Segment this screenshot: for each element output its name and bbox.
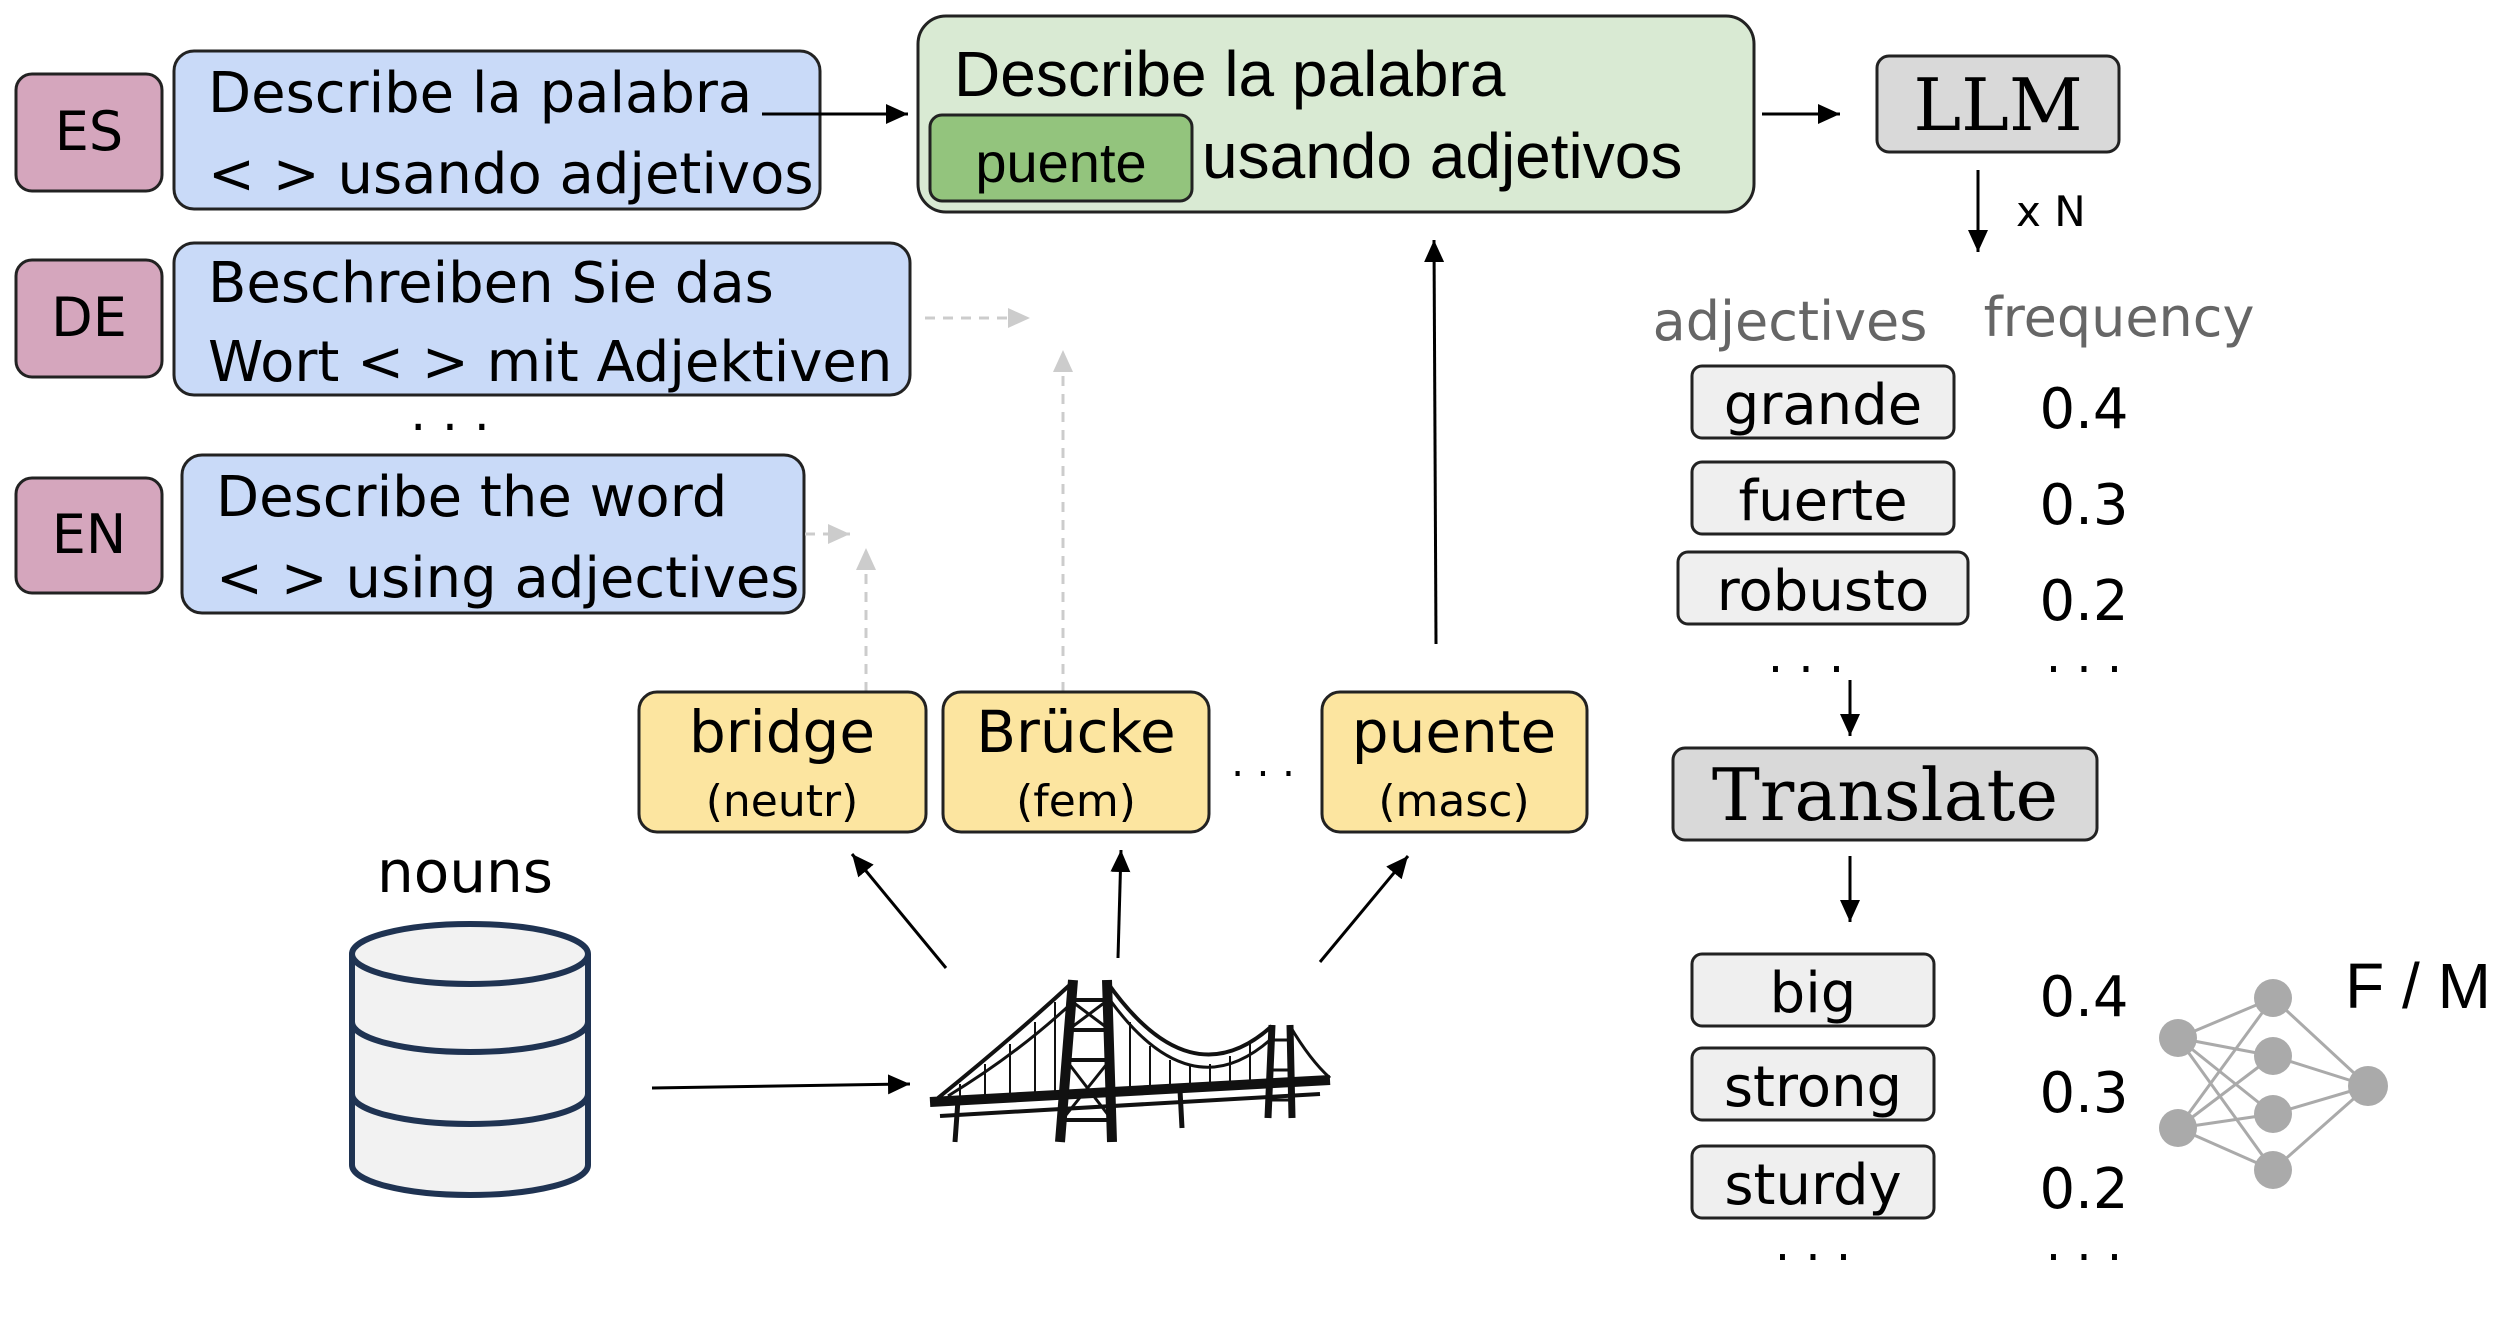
adjective-en-box — [1690, 1046, 1936, 1122]
noun-form-ellipsis: . . . — [1231, 740, 1295, 786]
adjective-es-box — [1690, 460, 1956, 536]
prompt-en-line2: < > using adjectives — [216, 546, 799, 611]
header-adjectives: adjectives — [1653, 290, 1928, 353]
lang-code-es: ES — [55, 100, 123, 163]
prompt-de-line1: Beschreiben Sie das — [208, 251, 774, 316]
adjective-es-row-1: grande 0.4 — [1690, 364, 2129, 442]
prompt-template-de — [172, 241, 912, 397]
llm-label: LLM — [1913, 63, 2082, 147]
freq-es-ellipsis: . . . — [2046, 628, 2122, 684]
noun-form-box — [637, 690, 928, 834]
database-icon — [349, 921, 591, 1198]
adjective-en-row-2: strong 0.3 — [1690, 1046, 2129, 1126]
adjective-es-box — [1690, 364, 1956, 440]
noun-form-gender: (neutr) — [706, 776, 859, 827]
classifier-network-icon — [2159, 979, 2388, 1189]
arrow-db-to-image — [651, 1074, 911, 1095]
adjective-en-freq: 0.3 — [2039, 1061, 2128, 1126]
lang-ellipsis: . . . — [410, 384, 489, 442]
adjective-en-row-1: big 0.4 — [1690, 952, 2129, 1030]
adjective-en-row-3: sturdy 0.2 — [1690, 1144, 2129, 1222]
adjective-es-row-2: fuerte 0.3 — [1690, 460, 2129, 538]
header-frequency: frequency — [1984, 286, 2255, 349]
adjective-es-freq: 0.3 — [2039, 473, 2128, 538]
llm-box — [1875, 54, 2121, 154]
translate-box — [1671, 746, 2099, 842]
filled-prompt-noun: puente — [975, 131, 1146, 194]
classifier-label: F / M — [2345, 950, 2491, 1022]
prompt-es-line2: < > usando adjetivos — [208, 142, 814, 207]
noun-form-puente: puente (masc) — [1320, 690, 1589, 834]
adjective-es-box — [1676, 550, 1970, 626]
prompt-template-en — [180, 453, 806, 615]
noun-form-box — [1320, 690, 1589, 834]
adjective-es-freq: 0.2 — [2039, 569, 2128, 634]
arrow-image-to-bridge — [850, 853, 948, 969]
adjective-en-word: sturdy — [1724, 1153, 1901, 1218]
adjective-en-freq: 0.4 — [2039, 965, 2128, 1030]
adjective-en-freq: 0.2 — [2039, 1157, 2128, 1222]
filled-prompt-noun-highlight — [928, 113, 1194, 203]
translate-label: Translate — [1712, 753, 2058, 837]
noun-form-word: puente — [1352, 698, 1556, 766]
lang-tag-de — [14, 258, 164, 379]
freq-en-ellipsis: . . . — [2046, 1216, 2122, 1272]
lang-code-en: EN — [52, 503, 127, 566]
noun-form-bridge: bridge (neutr) — [637, 690, 928, 834]
arrow-image-to-bruecke — [1110, 849, 1131, 959]
filled-prompt-line2: usando adjetivos — [1202, 120, 1682, 192]
lang-code-de: DE — [51, 286, 127, 349]
noun-form-word: Brücke — [976, 698, 1176, 766]
prompt-template-es — [172, 49, 822, 211]
arrow-image-to-puente — [1318, 855, 1410, 963]
noun-form-gender: (fem) — [1016, 776, 1136, 827]
prompt-de-line2: Wort < > mit Adjektiven — [208, 330, 892, 395]
prompt-es-line1: Describe la palabra — [208, 61, 752, 126]
adjective-es-word: fuerte — [1738, 469, 1907, 534]
nouns-label: nouns — [377, 838, 553, 906]
adjective-es-word: grande — [1724, 373, 1922, 438]
adjective-en-ellipsis: . . . — [1775, 1216, 1851, 1272]
filled-prompt-line1: Describe la palabra — [954, 38, 1506, 110]
adjective-es-ellipsis: . . . — [1768, 628, 1844, 684]
arrow-puente-to-prompt — [1424, 239, 1445, 645]
adjective-es-row-3: robusto 0.2 — [1676, 550, 2129, 634]
adjective-en-word: big — [1770, 961, 1857, 1026]
adjective-es-freq: 0.4 — [2039, 377, 2128, 442]
lang-row-en: EN Describe the word < > using adjective… — [14, 453, 806, 615]
noun-form-word: bridge — [689, 698, 875, 766]
noun-form-gender: (masc) — [1378, 776, 1529, 827]
adjective-es-word: robusto — [1717, 559, 1930, 624]
noun-form-box — [941, 690, 1211, 834]
adjective-en-word: strong — [1724, 1055, 1902, 1120]
repeat-label: x N — [2016, 187, 2086, 236]
prompt-en-line1: Describe the word — [216, 465, 727, 530]
noun-form-bruecke: Brücke (fem) — [941, 690, 1211, 834]
filled-prompt: Describe la palabra puente usando adjeti… — [916, 14, 1756, 214]
lang-row-es: ES Describe la palabra < > usando adjeti… — [14, 49, 822, 211]
adjective-en-box — [1690, 952, 1936, 1028]
lang-row-de: DE Beschreiben Sie das Wort < > mit Adje… — [14, 241, 912, 397]
bridge-image — [929, 979, 1332, 1143]
lang-tag-en — [14, 476, 164, 595]
adjective-en-box — [1690, 1144, 1936, 1220]
lang-tag-es — [14, 72, 164, 193]
